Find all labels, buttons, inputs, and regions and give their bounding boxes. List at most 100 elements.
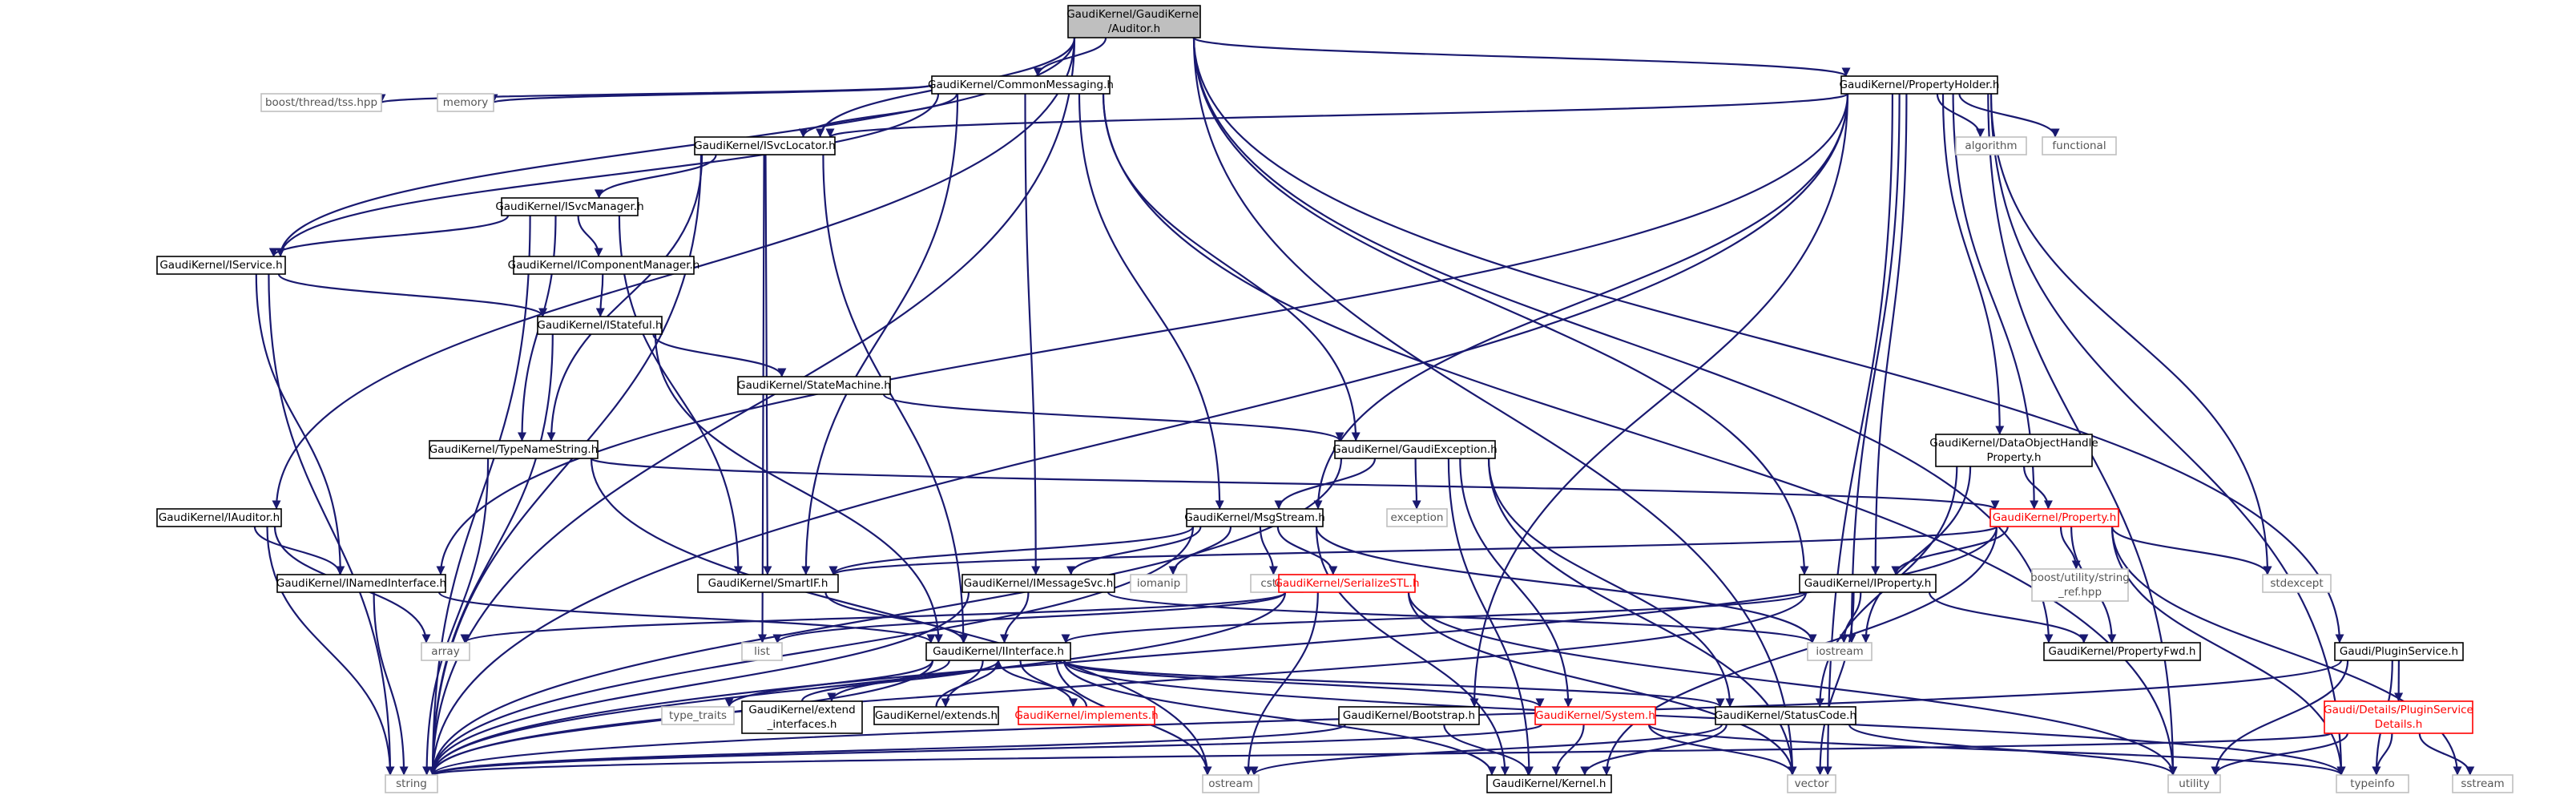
node-label-implements: GaudiKernel/implements.h — [1014, 709, 1158, 722]
node-box-statemachine — [737, 376, 891, 395]
node-box-exception — [1386, 508, 1448, 527]
node-label-array: array — [431, 645, 459, 658]
node-statuscode[interactable]: GaudiKernel/StatusCode.h — [1715, 706, 1856, 725]
edge-gaudiexception-to-msgstream — [1274, 458, 1377, 510]
node-inamedinterface[interactable]: GaudiKernel/INamedInterface.h — [276, 574, 446, 593]
edge-msgstream-to-serializestl — [1276, 526, 1338, 575]
node-extends[interactable]: GaudiKernel/extends.h — [873, 706, 999, 725]
node-box-typenamestring — [429, 440, 599, 459]
node-bootstrap[interactable]: GaudiKernel/Bootstrap.h — [1338, 706, 1480, 725]
edge-propholder-to-isvclocator — [825, 92, 1849, 139]
node-box-imessagesvc — [961, 574, 1115, 593]
node-box-typeinfo — [2336, 774, 2409, 793]
node-label-auditor-line1: GaudiKernel/GaudiKernel — [1066, 8, 1202, 21]
node-imessagesvc[interactable]: GaudiKernel/IMessageSvc.h — [961, 574, 1115, 593]
node-box-string — [385, 774, 438, 793]
node-memory: memory — [437, 93, 494, 112]
node-smartif[interactable]: GaudiKernel/SmartIF.h — [697, 574, 839, 593]
node-iservice[interactable]: GaudiKernel/IService.h — [156, 256, 286, 275]
node-box-implements — [1018, 706, 1155, 725]
edge-propholder-to-string — [428, 93, 1849, 776]
node-string: string — [385, 774, 438, 793]
node-box-iostream — [1807, 642, 1873, 661]
edge-system-to-kernel — [1551, 724, 1585, 776]
node-stdexcept: stdexcept — [2262, 574, 2332, 593]
node-box-array — [421, 642, 470, 661]
node-msgstream[interactable]: GaudiKernel/MsgStream.h — [1184, 508, 1325, 527]
node-box-boostref — [2031, 568, 2129, 602]
node-label-extendinterfaces-line2: _interfaces.h — [767, 718, 837, 731]
node-label-smartif: GaudiKernel/SmartIF.h — [708, 577, 828, 590]
node-label-isvcmanager: GaudiKernel/ISvcManager.h — [495, 200, 643, 213]
node-label-boostref-line2: _ref.hpp — [2058, 586, 2102, 599]
node-kernel[interactable]: GaudiKernel/Kernel.h — [1486, 774, 1612, 793]
edge-auditor-to-string — [428, 37, 1076, 776]
node-property[interactable]: GaudiKernel/Property.h — [1989, 508, 2119, 527]
node-ostream: ostream — [1202, 774, 1260, 793]
node-auditor[interactable]: GaudiKernel/GaudiKernel/Auditor.h — [1066, 5, 1202, 38]
node-box-extendinterfaces — [741, 700, 863, 734]
node-label-memory: memory — [443, 96, 488, 109]
node-box-bootstrap — [1338, 706, 1480, 725]
node-gaudiexception[interactable]: GaudiKernel/GaudiException.h — [1332, 440, 1498, 459]
node-iinterface[interactable]: GaudiKernel/IInterface.h — [925, 642, 1071, 661]
node-label-system: GaudiKernel/System.h — [1535, 709, 1655, 722]
edge-auditor-to-pluginservice — [1192, 37, 2344, 644]
node-box-system — [1534, 706, 1656, 725]
node-box-iinterface — [925, 642, 1071, 661]
node-statemachine[interactable]: GaudiKernel/StateMachine.h — [737, 376, 891, 395]
edge-iservice-to-istateful — [277, 273, 547, 317]
node-iomanip: iomanip — [1130, 574, 1187, 593]
edge-isvclocator-to-iinterface — [822, 154, 968, 644]
node-propertyfwd[interactable]: GaudiKernel/PropertyFwd.h — [2043, 642, 2201, 661]
node-typenamestring[interactable]: GaudiKernel/TypeNameString.h — [429, 440, 599, 459]
node-box-serializestl — [1278, 574, 1416, 593]
node-boostthread: boost/thread/tss.hpp — [260, 93, 382, 112]
node-commonmsg[interactable]: GaudiKernel/CommonMessaging.h — [928, 75, 1114, 95]
node-label-pluginservicedetails-line1: Gaudi/Details/PluginService — [2324, 704, 2473, 716]
node-label-utility: utility — [2179, 777, 2209, 790]
node-box-propertyfwd — [2043, 642, 2201, 661]
edge-iinterface-to-typetraits — [724, 660, 934, 708]
node-functional: functional — [2042, 136, 2117, 155]
node-label-pluginservicedetails-line2: Details.h — [2375, 718, 2423, 731]
edge-isvcmanager-to-icompmanager — [577, 215, 603, 257]
node-label-kernel: GaudiKernel/Kernel.h — [1493, 777, 1606, 790]
node-box-pluginservicedetails — [2324, 700, 2473, 734]
node-propholder[interactable]: GaudiKernel/PropertyHolder.h — [1840, 75, 2000, 95]
node-list: list — [741, 642, 783, 661]
edge-propholder-to-vector — [1823, 93, 1893, 776]
node-iauditor[interactable]: GaudiKernel/IAuditor.h — [156, 508, 282, 527]
node-label-iservice: GaudiKernel/IService.h — [159, 259, 282, 272]
node-implements[interactable]: GaudiKernel/implements.h — [1014, 706, 1159, 725]
node-box-stdexcept — [2262, 574, 2332, 593]
node-box-isvcmanager — [501, 197, 639, 216]
edge-iinterface-to-extends — [941, 660, 984, 708]
node-label-propertyfwd: GaudiKernel/PropertyFwd.h — [2049, 645, 2196, 658]
edge-pluginservice-to-utility — [2211, 660, 2349, 776]
edge-msgstream-to-iostream — [1315, 526, 1817, 644]
node-box-smartif — [697, 574, 839, 593]
node-box-vector — [1787, 774, 1836, 793]
node-system[interactable]: GaudiKernel/System.h — [1534, 706, 1656, 725]
node-istateful[interactable]: GaudiKernel/IStateful.h — [537, 316, 663, 335]
edge-iproperty-to-propertyfwd — [1928, 591, 2089, 644]
node-serializestl[interactable]: GaudiKernel/SerializeSTL.h — [1274, 574, 1420, 593]
node-pluginservice[interactable]: Gaudi/PluginService.h — [2334, 642, 2464, 661]
edge-typenamestring-to-string — [422, 458, 490, 776]
edge-msgstream-to-iomanip — [1168, 526, 1232, 575]
node-extendinterfaces[interactable]: GaudiKernel/extend_interfaces.h — [741, 700, 863, 734]
edge-gaudiexception-to-kernel — [1447, 458, 1534, 776]
edge-imessagesvc-to-string — [428, 591, 970, 776]
edge-inamedinterface-to-string — [373, 591, 409, 776]
edge-msgstream-to-imessagesvc — [1066, 526, 1202, 575]
edge-gaudiexception-to-statuscode — [1487, 458, 1735, 708]
edge-serializestl-to-list — [772, 591, 1287, 644]
node-iproperty[interactable]: GaudiKernel/IProperty.h — [1799, 574, 1937, 593]
edge-pluginservicedetails-to-utility — [2211, 732, 2348, 776]
node-isvcmanager[interactable]: GaudiKernel/ISvcManager.h — [495, 197, 644, 216]
node-icompmanager[interactable]: GaudiKernel/IComponentManager.h — [508, 256, 700, 275]
node-isvclocator[interactable]: GaudiKernel/ISvcLocator.h — [694, 136, 836, 155]
